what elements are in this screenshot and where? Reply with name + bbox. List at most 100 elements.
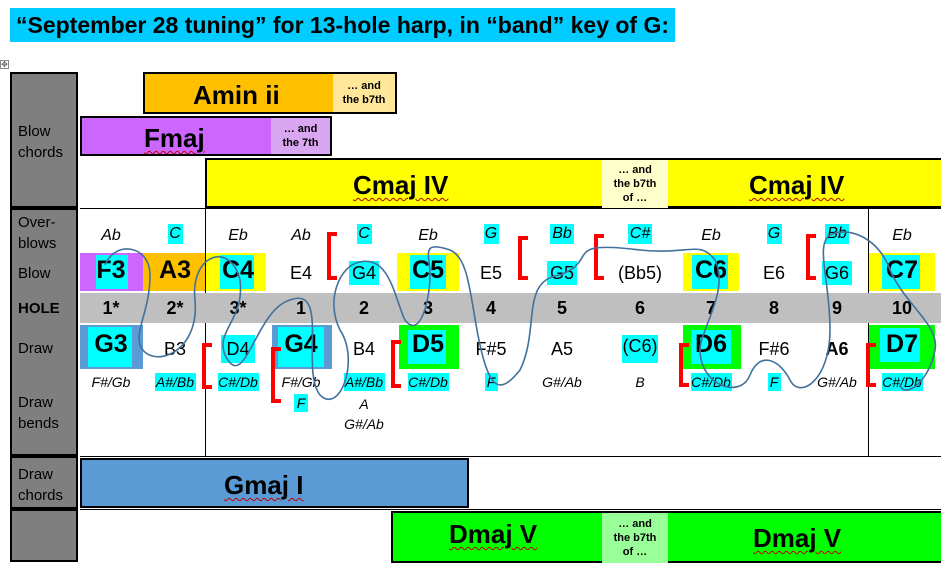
cmaj-chord-label: Cmaj IV xyxy=(353,170,449,200)
draw-note: B4 xyxy=(352,339,376,359)
page-title: “September 28 tuning” for 13-hole harp, … xyxy=(10,8,676,42)
hole-label: HOLE xyxy=(18,300,60,317)
sidebar-block-bottom xyxy=(10,509,78,562)
bend-bracket xyxy=(866,343,876,387)
draw-bend-note: G#/Ab xyxy=(344,416,384,432)
gmaj-chord-label: Gmaj I xyxy=(224,470,304,500)
blow-label: Blow xyxy=(18,265,51,282)
blow-note: G6 xyxy=(822,261,852,285)
overblow-note: Bb xyxy=(825,224,849,244)
move-handle-icon[interactable]: ✥ xyxy=(0,60,9,69)
overblow-note: G xyxy=(766,224,782,244)
draw-note: A6 xyxy=(825,339,849,359)
overblow-note: C xyxy=(356,224,372,244)
hole-number: 2* xyxy=(166,298,184,318)
draw-bg-g3-hl xyxy=(88,327,132,367)
hole-number: 1 xyxy=(295,298,306,318)
bend-bracket xyxy=(391,340,401,388)
column-divider xyxy=(205,208,206,456)
bend-bracket xyxy=(679,343,689,387)
sidebar-block-chords xyxy=(10,72,78,208)
draw-bend-note: F#/Gb xyxy=(281,374,321,390)
draw-bend-note: C#/Db xyxy=(407,373,449,391)
overblow-note: C# xyxy=(628,224,652,244)
hole-number: 3 xyxy=(422,298,433,318)
draw-note: A5 xyxy=(550,339,574,359)
bend-bracket xyxy=(594,234,604,280)
draw-note: (C6) xyxy=(622,336,658,356)
draw-bend-note: F xyxy=(484,373,498,391)
blow-note: G4 xyxy=(349,261,379,285)
hole-number: 7 xyxy=(705,298,716,318)
row-divider xyxy=(80,208,941,209)
draw-note: D7 xyxy=(886,330,918,358)
overblow-note: Ab xyxy=(101,227,121,244)
draw-bend-note: B xyxy=(635,374,645,390)
hole-number: 8 xyxy=(768,298,779,318)
hole-number: 1* xyxy=(102,298,120,318)
bend-bracket xyxy=(271,347,281,403)
hole-number: 5 xyxy=(556,298,567,318)
blow-note: C4 xyxy=(222,256,254,284)
amin-chord-label: Amin ii xyxy=(193,80,280,110)
draw-bg-d5-hl xyxy=(408,330,446,364)
hole-number-bar xyxy=(80,293,941,323)
draw-note: D5 xyxy=(412,330,444,358)
row-divider xyxy=(80,509,941,510)
blow-note: F3 xyxy=(96,256,126,284)
blow-bg-c5-hl xyxy=(410,255,446,289)
blow-note: C6 xyxy=(695,256,727,284)
draw-bend-note: F xyxy=(767,373,781,391)
blow-note: G5 xyxy=(547,261,577,285)
bend-bracket xyxy=(806,234,816,280)
draw-note: G3 xyxy=(94,330,128,358)
overblow-note: Bb xyxy=(550,224,574,244)
blow-note: E5 xyxy=(479,263,503,283)
blow-bg-c6-hl xyxy=(692,255,728,289)
hole-number: 2 xyxy=(358,298,369,318)
row-divider xyxy=(80,456,941,457)
draw-bend-note: A#/Bb xyxy=(154,373,196,391)
sidebar-block-grid xyxy=(10,208,78,456)
draw-bg-g4-hl xyxy=(278,327,324,367)
dmaj-chord-label-right: Dmaj V xyxy=(753,523,842,553)
overblow-note: Eb xyxy=(418,227,438,244)
overblows-label: Over-blows xyxy=(18,214,57,252)
draw-note: F#6 xyxy=(758,339,790,359)
draw-note: D4 xyxy=(226,339,250,359)
overblow-note: G xyxy=(483,224,499,244)
blow-bg-f3-hl xyxy=(96,255,128,289)
hole-number: 10 xyxy=(891,298,913,318)
draw-label: Draw xyxy=(18,340,54,357)
hole-number: 4 xyxy=(485,298,496,318)
draw-bend-note: G#/Ab xyxy=(542,374,582,390)
blow-note: C7 xyxy=(886,256,918,284)
draw-bend-note: A xyxy=(359,396,369,412)
blow-note: (Bb5) xyxy=(617,263,662,283)
blow-note: E6 xyxy=(762,263,786,283)
draw-bend-note: F#/Gb xyxy=(91,374,131,390)
blow-note: C5 xyxy=(412,256,444,284)
draw-bend-note: A#/Bb xyxy=(343,373,385,391)
draw-bg-d6-hl xyxy=(691,330,731,364)
sidebar-block-draw-chords xyxy=(10,456,78,509)
draw-bend-note: F xyxy=(294,394,308,412)
draw-bg-c6-hl xyxy=(622,335,658,363)
draw-note: F#5 xyxy=(475,339,507,359)
blow-note: E4 xyxy=(289,263,313,283)
cmaj-chord-label-right: Cmaj IV xyxy=(749,170,845,200)
hole-number: 6 xyxy=(634,298,645,318)
bend-bracket xyxy=(202,343,212,389)
bend-bracket xyxy=(327,232,337,280)
draw-bend-note: C#/Db xyxy=(217,373,259,391)
